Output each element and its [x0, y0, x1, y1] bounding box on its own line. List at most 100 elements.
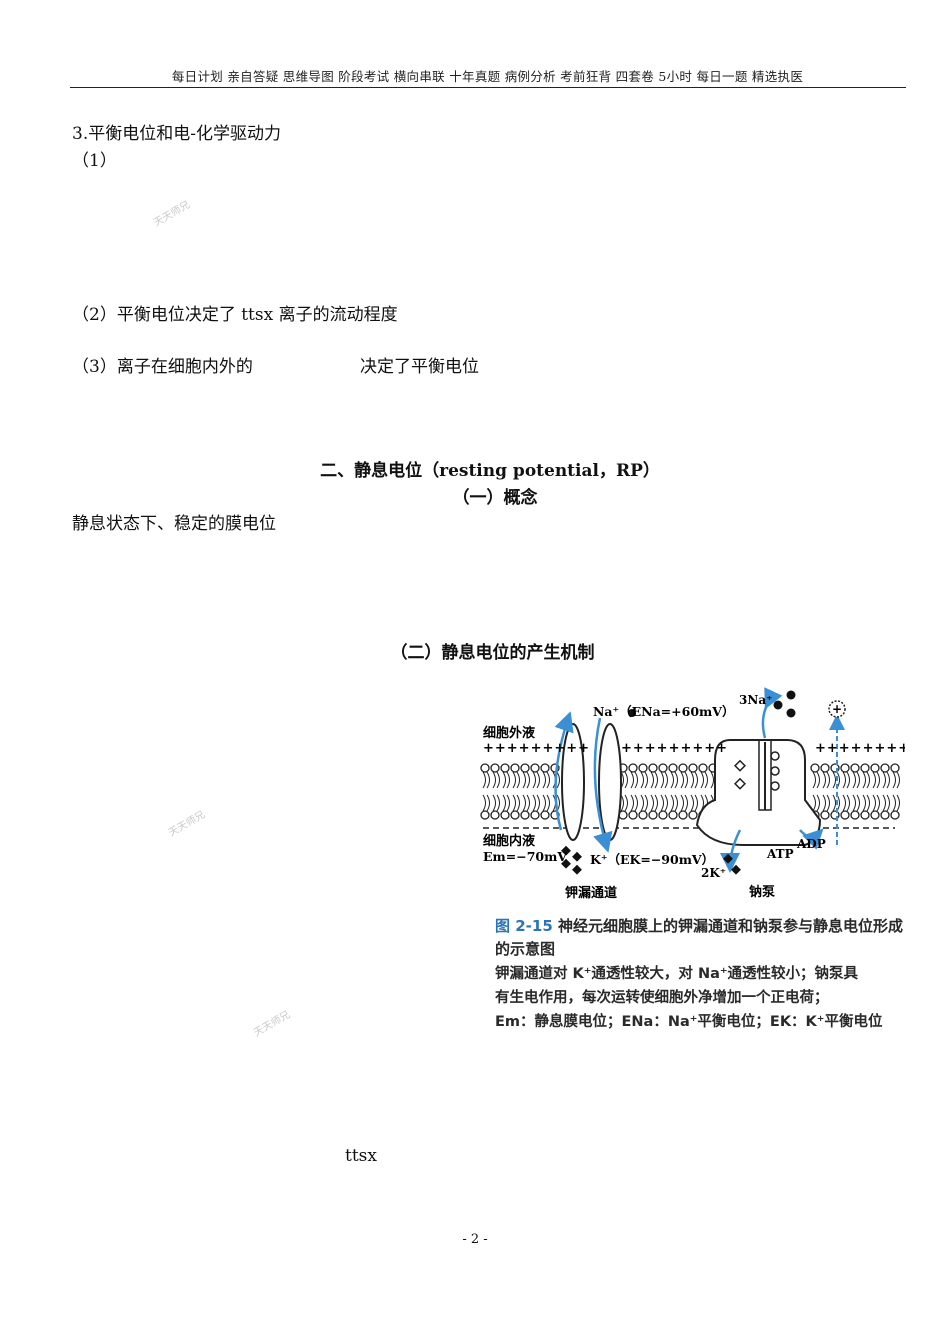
lipid-tail [630, 794, 638, 812]
plus-row-mid: +++++++++ [621, 741, 728, 756]
lipid-head [890, 810, 900, 820]
watermark: 天天师兄 [152, 199, 193, 229]
lipid-tail [542, 771, 550, 789]
lipid-head [678, 810, 688, 820]
lipid-tail [872, 771, 880, 789]
lipid-tail [512, 794, 520, 812]
lipid-head [500, 810, 510, 820]
label-atp: ATP [766, 847, 794, 861]
na-influx-arrow [593, 717, 613, 853]
lipid-tail [650, 771, 658, 789]
k-efflux-arrow [554, 711, 574, 831]
label-2k: 2K⁺ [701, 866, 726, 880]
lipid-head [850, 763, 860, 773]
lipid-head [540, 810, 550, 820]
lipid-tail [502, 794, 510, 812]
lipid-tail [482, 794, 490, 812]
heading-concept: （一）概念 [452, 488, 538, 508]
lipid-tail [522, 771, 530, 789]
lipid-tail [670, 794, 678, 812]
watermark: 天天师兄 [252, 1009, 293, 1039]
lipid-tail [872, 794, 880, 812]
label-pump: 钠泵 [749, 884, 775, 900]
lipid-head [860, 763, 870, 773]
positive-charge-icon [828, 700, 846, 718]
lipid-head [890, 763, 900, 773]
lipid-tail [542, 794, 550, 812]
lipid-head [850, 810, 860, 820]
section-3-item-1: （1） [72, 151, 117, 171]
plus-row-left: +++++++++ [483, 741, 590, 756]
lipid-head [648, 763, 658, 773]
lipid-tail [680, 794, 688, 812]
lipid-tail [660, 794, 668, 812]
lipid-tail [892, 771, 900, 789]
label-extracellular: 细胞外液 [483, 725, 535, 741]
lipid-tail [690, 794, 698, 812]
lipid-tail [822, 771, 830, 789]
lipid-head [688, 810, 698, 820]
figure-note-line: 钾漏通道对 K⁺通透性较大，对 Na⁺通透性较小；钠泵具 [495, 966, 859, 982]
lipid-head [490, 810, 500, 820]
lipid-head [668, 763, 678, 773]
lipid-tail [892, 794, 900, 812]
lipid-tail [812, 771, 820, 789]
lipid-tail [532, 771, 540, 789]
concept-text: 静息状态下、稳定的膜电位 [72, 514, 276, 534]
lipid-tail [640, 794, 648, 812]
lipid-tail [640, 771, 648, 789]
lipid-tail [512, 771, 520, 789]
lipid-head [698, 763, 708, 773]
label-k-channel: 钾漏通道 [565, 885, 617, 901]
lipid-tail [492, 771, 500, 789]
lipid-tail [700, 771, 708, 789]
lipid-head [530, 763, 540, 773]
section-3-item-3b: 决定了平衡电位 [360, 357, 479, 377]
page-number: - 2 - [462, 1232, 488, 1247]
heading-mechanism: （二）静息电位的产生机制 [390, 643, 595, 663]
label-na: Na⁺（ENa=+60mV） [593, 704, 734, 719]
lipid-head [688, 763, 698, 773]
label-3na: 3Na⁺ [739, 693, 772, 707]
plus-row-right: +++++++++ [815, 741, 905, 756]
lipid-head [840, 810, 850, 820]
lipid-head [638, 763, 648, 773]
lipid-head [530, 810, 540, 820]
pump-na-out-arrow [761, 687, 783, 739]
lipid-tail [812, 794, 820, 812]
pump-gate [758, 739, 772, 811]
lipid-head [490, 763, 500, 773]
lipid-head [658, 763, 668, 773]
label-intracellular: 细胞内液 [483, 833, 535, 849]
lipid-tail [842, 794, 850, 812]
header-rule [70, 87, 906, 88]
lipid-head [510, 763, 520, 773]
figure-note-line: Em：静息膜电位；ENa：Na⁺平衡电位；EK：K⁺平衡电位 [495, 1014, 883, 1030]
na-ion-dot [786, 708, 796, 718]
figure-number: 图 2-15 [495, 917, 553, 935]
lipid-head [840, 763, 850, 773]
lipid-tail [882, 771, 890, 789]
na-ion-dot [628, 709, 636, 717]
lipid-tail [630, 771, 638, 789]
heading-resting-potential: 二、静息电位（resting potential，RP） [320, 461, 660, 481]
k-channel-right [598, 723, 622, 841]
lipid-tail [492, 794, 500, 812]
pump-k-site [733, 777, 747, 790]
pump-k-in-arrow [720, 829, 742, 873]
lipid-head [810, 763, 820, 773]
lipid-head [880, 763, 890, 773]
membrane-diagram: + 细胞外液 +++++++++ +++++++++ +++++++++ 细胞内… [480, 687, 905, 901]
lipid-tail [502, 771, 510, 789]
pump-na-site [770, 766, 780, 776]
header-nav: 每日计划 亲自答疑 思维导图 阶段考试 横向串联 十年真题 病例分析 考前狂背 … [171, 69, 804, 84]
ttsx-text: ttsx [345, 1146, 377, 1166]
lipid-head [638, 810, 648, 820]
label-em: Em=−70mV [483, 849, 567, 864]
lipid-tail [862, 794, 870, 812]
lipid-head [658, 810, 668, 820]
figure-note: 钾漏通道对 K⁺通透性较大，对 Na⁺通透性较小；钠泵具 有生电作用，每次运转使… [495, 962, 905, 1034]
lipid-head [668, 810, 678, 820]
na-ion-dot [773, 700, 783, 710]
section-3-item-3a: （3）离子在细胞内外的 [72, 357, 253, 377]
